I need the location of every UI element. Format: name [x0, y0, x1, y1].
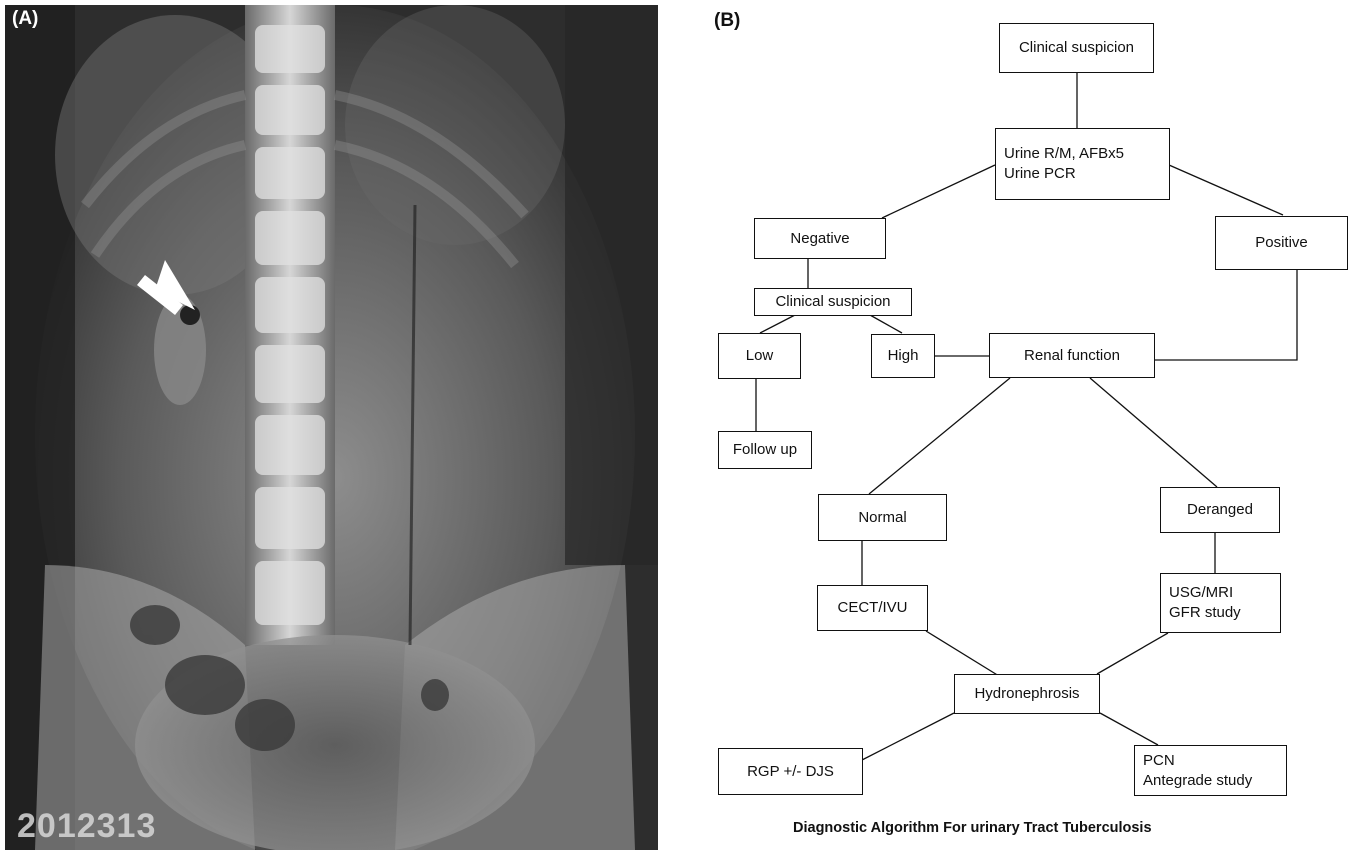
node-positive: Positive [1215, 216, 1348, 270]
node-deranged: Deranged [1160, 487, 1280, 533]
edge-cect-hydro [926, 631, 999, 676]
edge-renal-deranged [1090, 378, 1217, 487]
node-follow-up: Follow up [718, 431, 812, 469]
edge-hydro-rgp [862, 713, 954, 760]
node-hydronephrosis: Hydronephrosis [954, 674, 1100, 714]
node-urine-tests: Urine R/M, AFBx5 Urine PCR [995, 128, 1170, 200]
node-pcn: PCN Antegrade study [1134, 745, 1287, 796]
node-renal-function: Renal function [989, 333, 1155, 378]
edge-positive-renal [1155, 270, 1297, 360]
node-high: High [871, 334, 935, 378]
node-negative: Negative [754, 218, 886, 259]
edge-urine-negative [882, 165, 995, 218]
edge-usg-hydro [1097, 633, 1168, 674]
edge-renal-normal [869, 378, 1010, 494]
node-clinical-suspicion-mid: Clinical suspicion [754, 288, 912, 316]
node-usg-mri: USG/MRI GFR study [1160, 573, 1281, 633]
edge-suspicion-low [760, 315, 795, 333]
edge-hydro-pcn [1100, 713, 1158, 745]
edge-suspicion-high [870, 315, 902, 333]
edge-urine-positive [1169, 165, 1283, 215]
node-cect-ivu: CECT/IVU [817, 585, 928, 631]
node-clinical-suspicion-top: Clinical suspicion [999, 23, 1154, 73]
node-low: Low [718, 333, 801, 379]
node-rgp-djs: RGP +/- DJS [718, 748, 863, 795]
figure-caption: Diagnostic Algorithm For urinary Tract T… [793, 820, 1152, 836]
node-normal: Normal [818, 494, 947, 541]
